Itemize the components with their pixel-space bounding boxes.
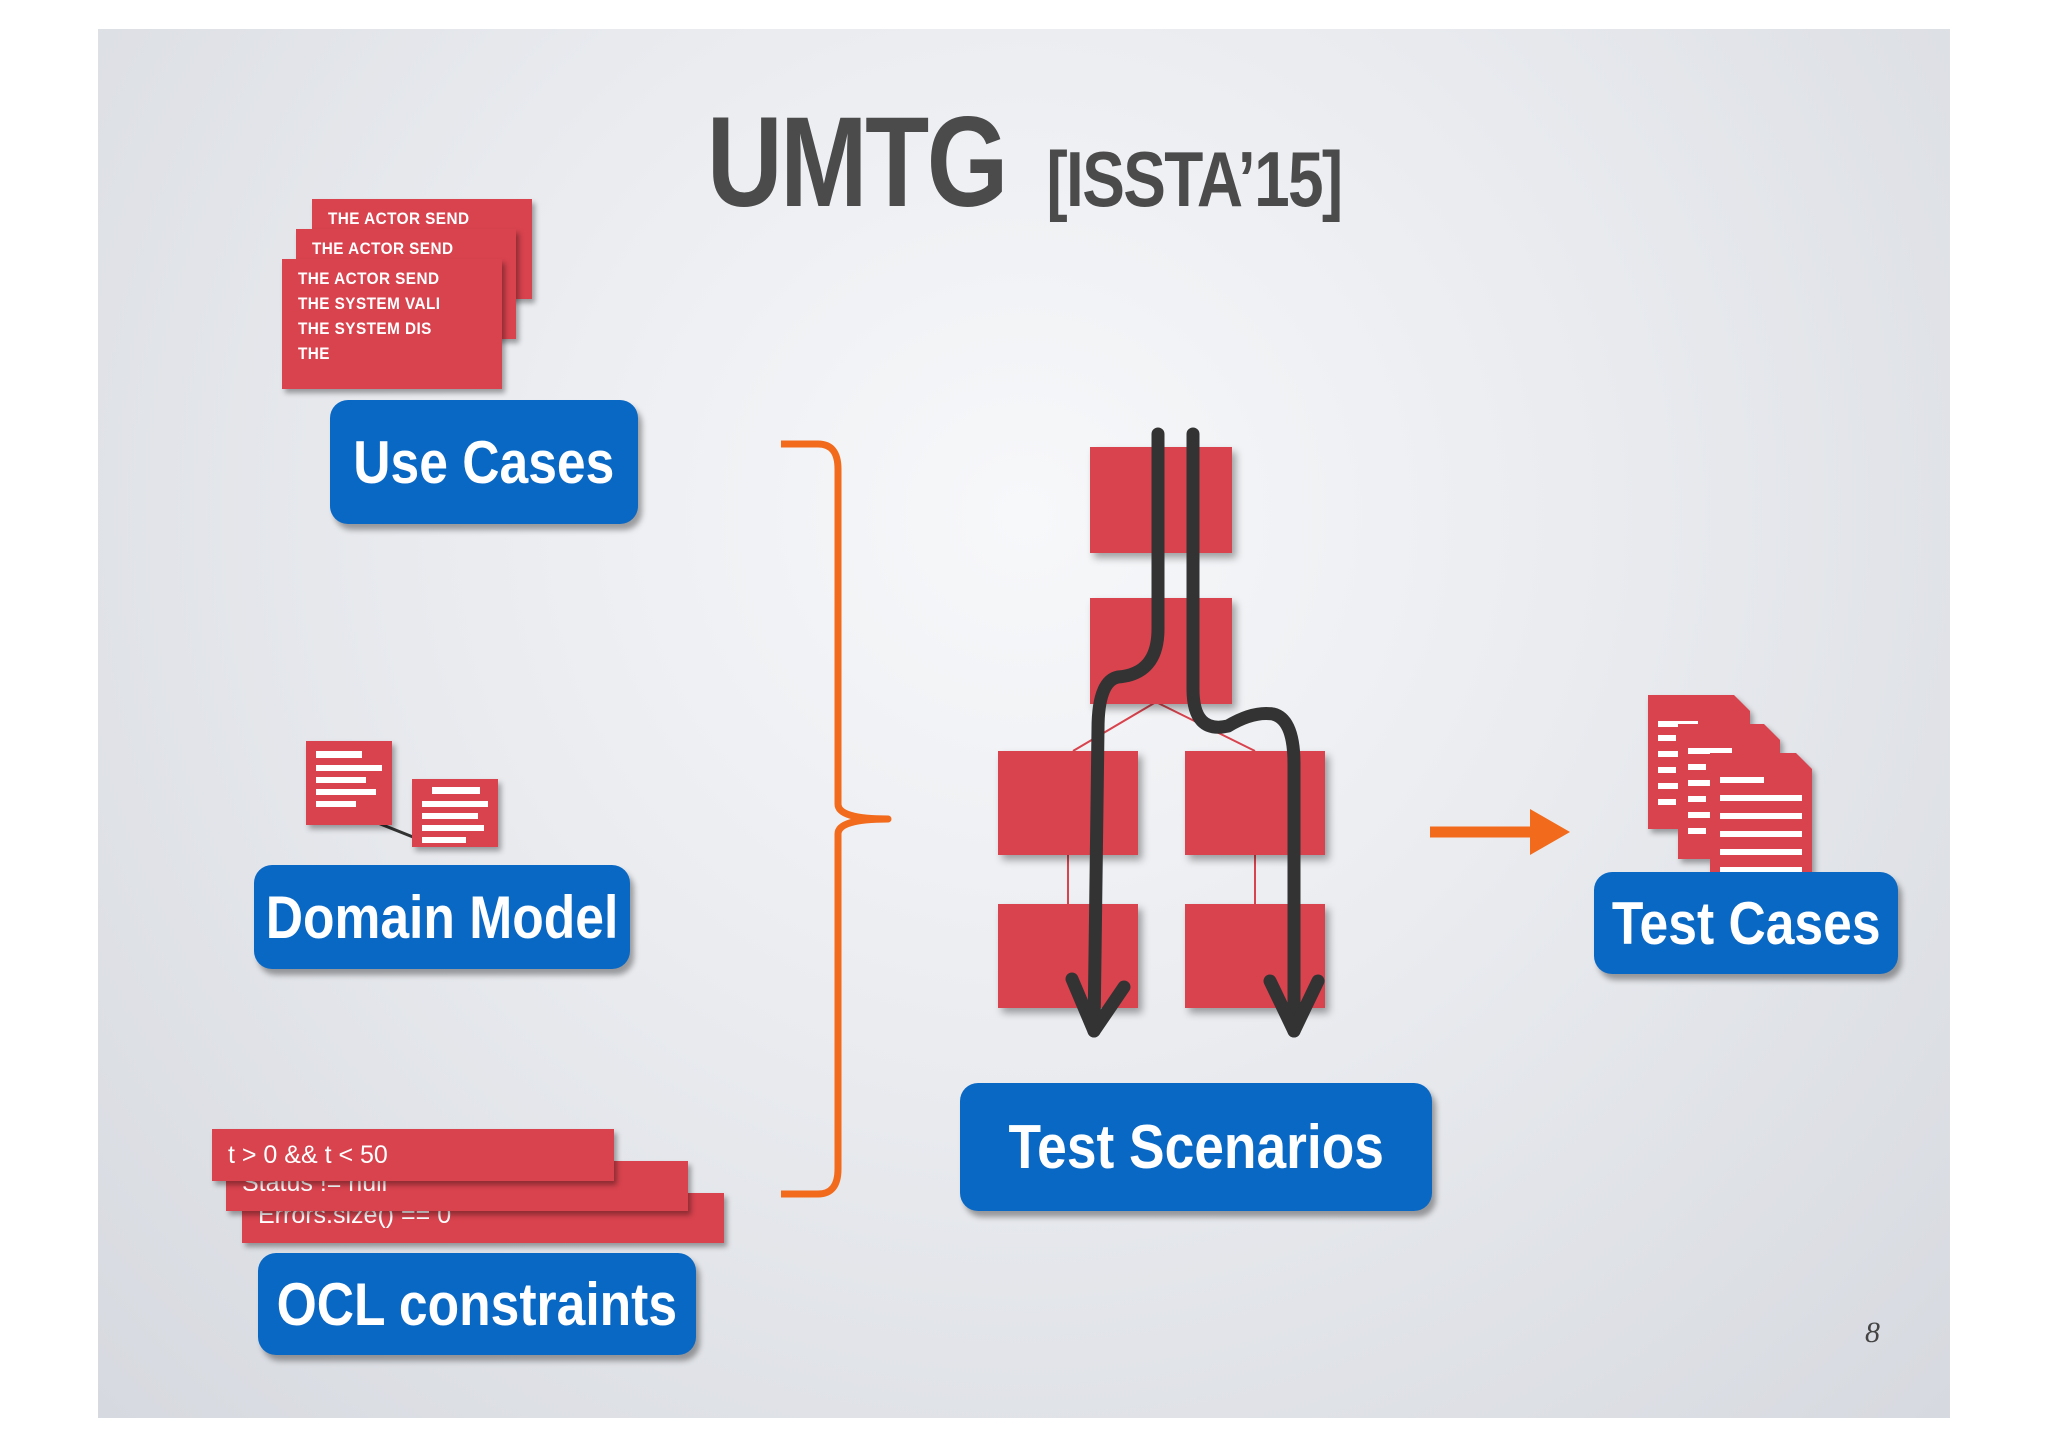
domain-model-label: Domain Model xyxy=(254,865,630,969)
use-cases-label: Use Cases xyxy=(330,400,638,524)
domain-model-icon xyxy=(306,741,498,847)
scenario-paths xyxy=(1065,427,1325,1038)
use-case-card-line: THE ACTOR SEND xyxy=(298,269,440,288)
output-arrow xyxy=(1430,809,1570,855)
curly-bracket xyxy=(781,440,892,1198)
scenario-path-left-head xyxy=(1065,972,1131,1038)
use-case-card-line: THE ACTOR SEND xyxy=(312,239,454,258)
scenario-block xyxy=(1185,904,1325,1008)
scenario-block xyxy=(1185,751,1325,855)
use-case-card-line: THE SYSTEM DIS xyxy=(298,319,432,338)
scenario-path-right xyxy=(1186,427,1301,1038)
ocl-constraint-bar: t > 0 && t < 50 xyxy=(212,1129,614,1181)
test-cases-label: Test Cases xyxy=(1594,872,1898,974)
scenario-path-right-head xyxy=(1263,974,1325,1038)
title-citation: [ISSTA’15] xyxy=(1046,135,1343,223)
page-number: 8 xyxy=(1865,1316,1880,1349)
scenario-path-left xyxy=(1087,427,1165,1038)
slide: UMTG [ISSTA’15] THE ACTOR SEND THE ACTOR… xyxy=(98,29,1950,1418)
test-cases-icon xyxy=(1648,695,1812,891)
diagram-graphics xyxy=(781,427,1812,1198)
ocl-constraints-label: OCL constraints xyxy=(258,1253,696,1355)
title-main: UMTG xyxy=(707,91,1009,234)
use-case-card-line: THE xyxy=(298,344,330,363)
test-scenarios-label: Test Scenarios xyxy=(960,1083,1432,1211)
slide-title: UMTG [ISSTA’15] xyxy=(98,89,1950,236)
use-case-card-line: THE SYSTEM VALI xyxy=(298,294,441,313)
use-case-card-line: THE ACTOR SEND xyxy=(328,209,470,228)
scenario-tree-blocks xyxy=(998,447,1325,1008)
scenario-block xyxy=(998,751,1138,855)
use-case-card-front: THE ACTOR SEND THE SYSTEM VALI THE SYSTE… xyxy=(282,259,502,389)
